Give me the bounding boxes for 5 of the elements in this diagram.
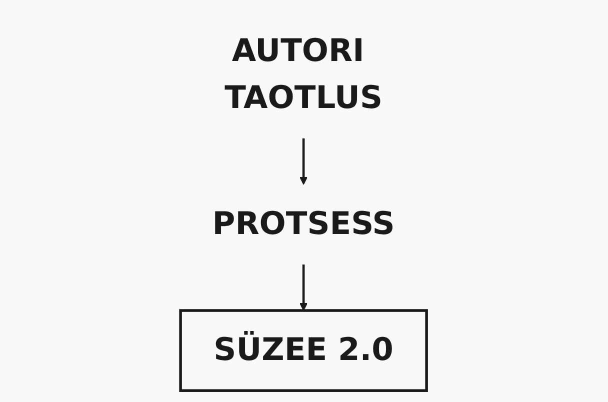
arrow	[300, 138, 308, 185]
node-text: PROTSESS	[212, 206, 396, 242]
node-box: SÜZEE 2.0	[180, 309, 428, 392]
arrow	[300, 264, 308, 311]
node-text: AUTORI TAOTLUS	[225, 32, 383, 116]
